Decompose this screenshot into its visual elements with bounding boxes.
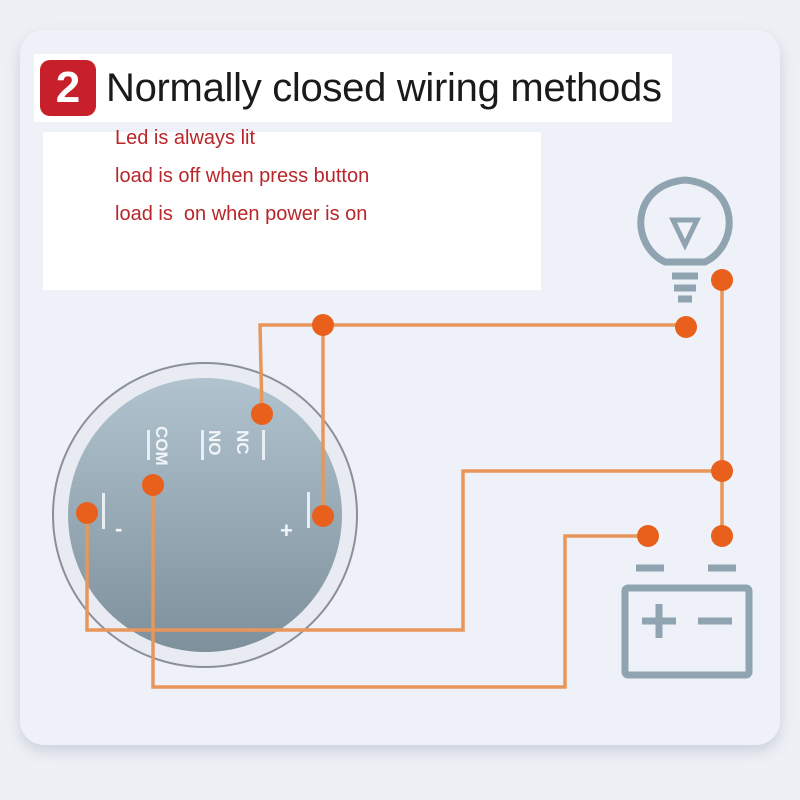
note-line: load is on when power is on: [115, 203, 368, 225]
page-title: 2 Normally closed wiring methods: [34, 54, 672, 122]
battery-icon: [621, 564, 753, 679]
plus-label: +: [280, 518, 293, 543]
step-badge: 2: [40, 60, 96, 116]
terminal-dots: [76, 269, 733, 547]
note-line: load is off when press button: [115, 165, 370, 187]
minus-label: -: [115, 516, 122, 541]
title-text: Normally closed wiring methods: [106, 66, 662, 110]
notes-box: Led is always lit load is off when press…: [43, 127, 541, 290]
nc-label: NC: [233, 430, 252, 455]
note-line: Led is always lit: [115, 127, 256, 149]
wires: [85, 280, 724, 689]
push-button-switch: COM NO NC - +: [52, 362, 358, 668]
no-label: NO: [205, 430, 224, 456]
com-label: COM: [152, 426, 171, 466]
lamp-icon: [637, 176, 733, 303]
